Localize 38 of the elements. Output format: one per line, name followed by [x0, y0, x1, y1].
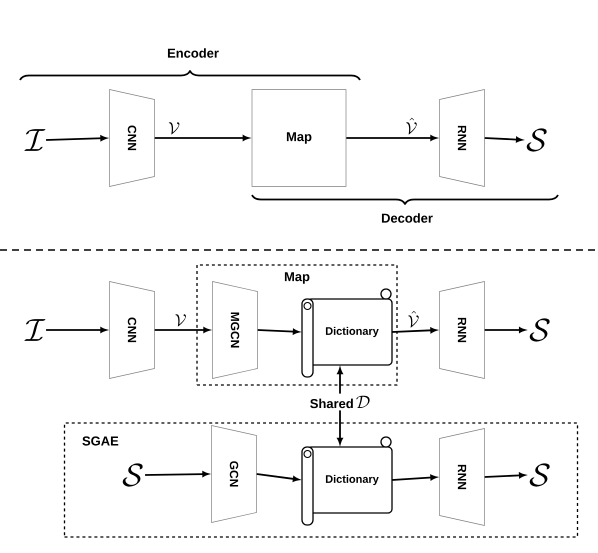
math-symbol: $\mathcal{S}$ [530, 318, 550, 342]
shared-label: Shared $\mathcal{D}$ [310, 396, 370, 408]
arrow [392, 328, 437, 334]
arrow [154, 327, 210, 333]
arrow [258, 328, 300, 334]
math-symbol: $\mathcal{I}$ [24, 319, 46, 341]
math-symbol: $\mathcal{S}$ [530, 463, 550, 487]
math-symbol: $\mathcal{I}$ [24, 129, 46, 151]
edge-label: $\hat{\mathcal{V}}$ [406, 310, 420, 328]
edge-label: $\hat{\mathcal{V}}$ [404, 116, 418, 135]
brace-label: Decoder [382, 213, 433, 223]
arrow [484, 136, 522, 142]
scroll-drawing: Dictionary [301, 288, 393, 378]
arrow [337, 410, 343, 444]
arrow [256, 473, 300, 482]
scroll-drawing: Dictionary [301, 436, 393, 526]
decoder-trapezoid: RNN [439, 89, 485, 187]
edge-label: $\mathcal{V}$ [167, 121, 181, 135]
arrow [46, 327, 107, 333]
encoder-trapezoid: GCN [211, 425, 257, 523]
math-symbol: $\mathcal{S}$ [526, 128, 547, 152]
arrow [337, 368, 343, 394]
decoder-trapezoid: RNN [439, 428, 485, 526]
arrow [154, 135, 249, 141]
encoder-trapezoid: CNN [109, 281, 155, 379]
arrow [392, 474, 437, 481]
encoder-trapezoid: MGCN [212, 281, 258, 379]
math-symbol: $\mathcal{S}$ [122, 463, 143, 487]
decoder-trapezoid: RNN [439, 281, 485, 379]
brace-label: Encoder [168, 48, 219, 58]
process-box: Map [252, 89, 346, 187]
arrow [46, 135, 107, 142]
edge-label: $\mathcal{V}$ [174, 313, 188, 327]
arrow [484, 327, 526, 333]
arrow [484, 472, 526, 478]
encoder-trapezoid: CNN [109, 89, 155, 187]
arrow [145, 471, 209, 477]
arrow [346, 135, 437, 141]
